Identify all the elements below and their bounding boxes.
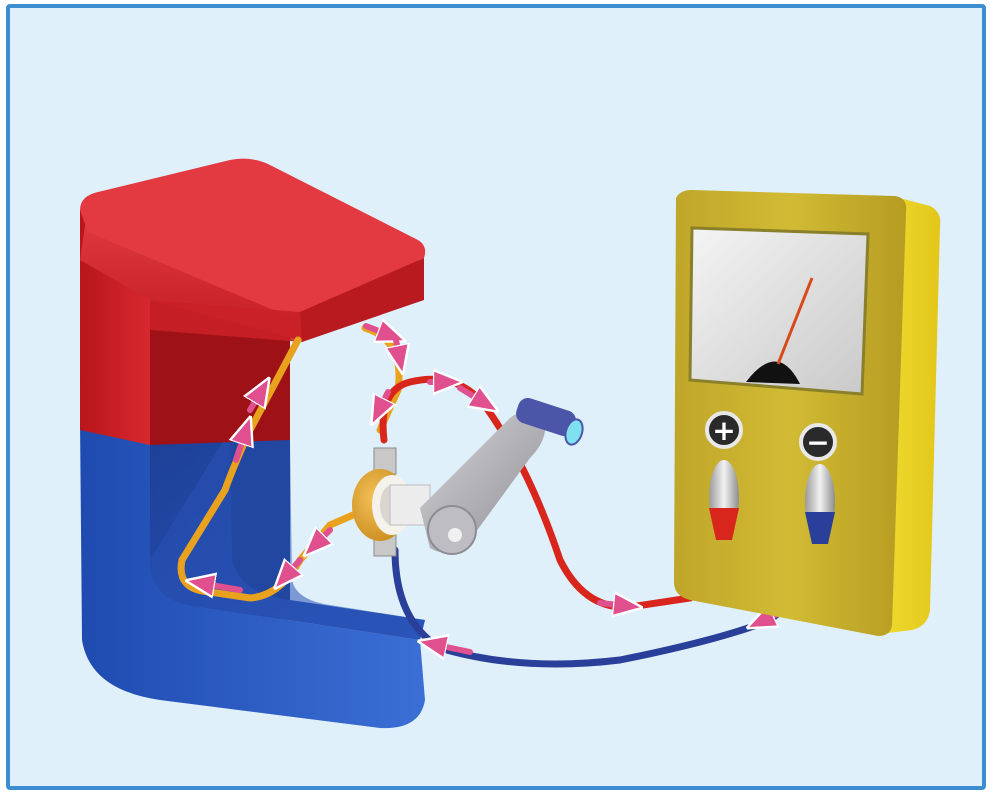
negative-plug xyxy=(805,464,835,544)
galvanometer-icon: + − xyxy=(674,190,940,636)
positive-symbol: + xyxy=(712,414,735,447)
negative-symbol: − xyxy=(806,426,829,459)
positive-plug xyxy=(709,460,739,540)
